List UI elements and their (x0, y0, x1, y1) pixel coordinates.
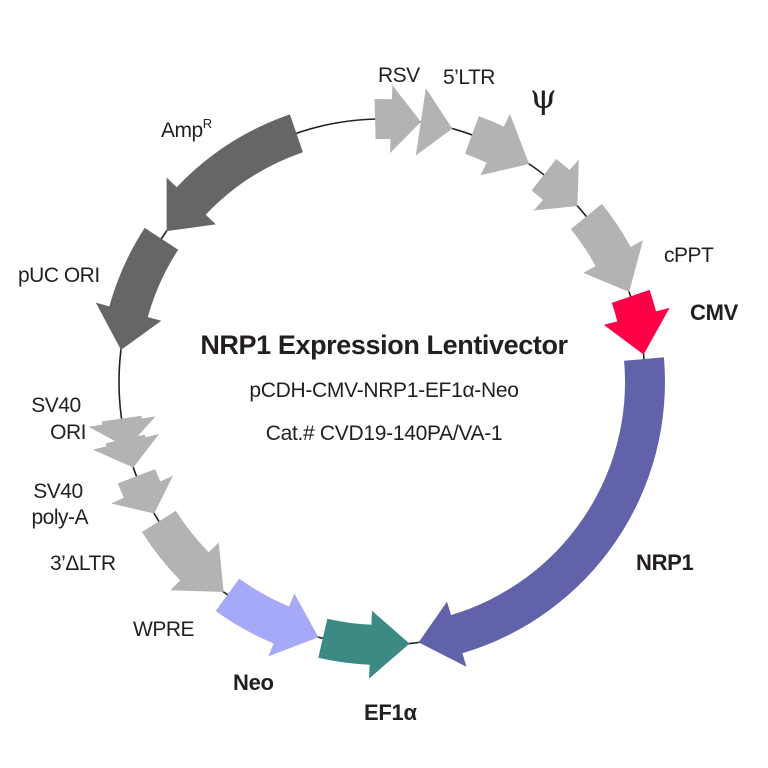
feature-nrp1-arrow (418, 357, 665, 667)
catalog-number: Cat.# CVD19-140PA/VA-1 (266, 422, 503, 445)
label-3ltr: 3’ΔLTR (50, 552, 116, 575)
label-sv40-polya-line1: SV40 (33, 480, 82, 503)
label-rsv: RSV (378, 64, 420, 87)
label-ampr-sup: R (203, 116, 212, 131)
feature-rsv-arrow (374, 85, 421, 154)
label-puc-ori: pUC ORI (18, 264, 100, 287)
label-neo: Neo (233, 670, 274, 695)
feature-sv40pa-arrow (111, 469, 173, 514)
map-title: NRP1 Expression Lentivector (200, 330, 568, 360)
feature-neo-arrow (215, 578, 319, 657)
label-sv40-ori: SV40 ORI (31, 394, 86, 444)
feature-cmv-arrow (603, 289, 670, 355)
label-cppt: cPPT (664, 244, 714, 267)
label-ampr-main: Amp (161, 119, 203, 142)
label-cmv: CMV (690, 300, 739, 325)
feature-sv40ori-arrow (88, 415, 159, 468)
feature-ampr-arrow (166, 114, 303, 232)
construct-name: pCDH-CMV-NRP1-EF1α-Neo (249, 379, 518, 402)
feature-cppt-arrow (570, 203, 643, 292)
feature-wpre-arrow (142, 510, 224, 592)
feature-puc-arrow (95, 227, 179, 350)
label-wpre: WPRE (133, 618, 194, 641)
label-sv40-polya-line2: poly-A (31, 506, 88, 529)
feature-arrows (88, 85, 670, 679)
label-5ltr: 5’LTR (443, 66, 495, 89)
feature-rre-arrow (531, 159, 579, 211)
label-ef1a: EF1α (364, 700, 417, 725)
label-sv40-polya: SV40 poly-A (31, 480, 88, 529)
label-psi: ψ (530, 77, 557, 117)
feature-ltr5-arrow (415, 88, 453, 156)
feature-ef1a-arrow (318, 610, 410, 679)
label-ampr: AmpR (161, 116, 212, 142)
feature-psi-arrow (465, 113, 530, 176)
label-sv40-ori-line1: SV40 (31, 394, 80, 417)
label-sv40-ori-line2: ORI (50, 421, 86, 444)
label-nrp1: NRP1 (636, 550, 694, 575)
